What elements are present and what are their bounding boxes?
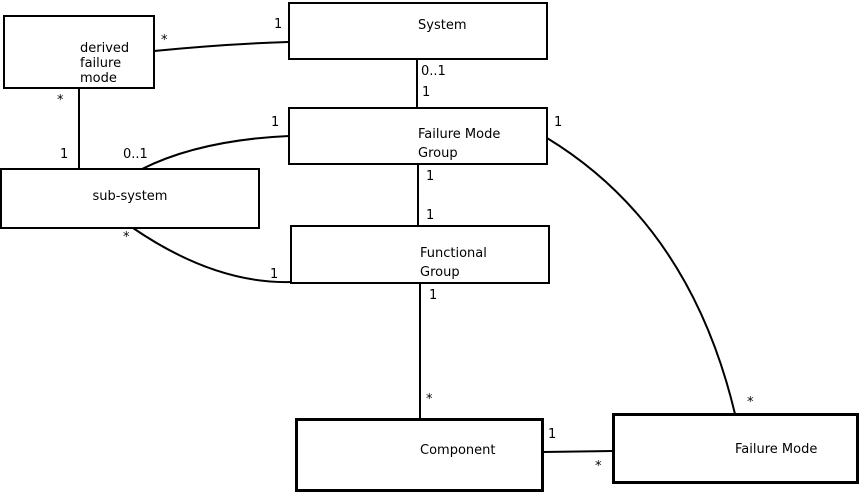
entity-failure-mode-group-label: Failure Mode Group — [418, 125, 500, 163]
multiplicity-system-failure-mode-group-zeroone: 0..1 — [421, 64, 446, 79]
entity-sub-system-label: sub-system — [2, 189, 258, 204]
multiplicity-sub-system-functional-group-one: 1 — [270, 267, 279, 282]
label-line: mode — [80, 71, 117, 86]
label-line: Failure Mode — [418, 127, 501, 142]
entity-sub-system: sub-system — [0, 168, 260, 229]
entity-failure-mode-group: Failure Mode Group — [288, 107, 548, 165]
label-line: Failure Mode — [735, 442, 818, 457]
multiplicity-failure-mode-group-functional-group-bottom: 1 — [426, 208, 435, 223]
multiplicity-sub-system-failure-mode-group-one: 1 — [271, 115, 280, 130]
label-line: derived — [80, 41, 130, 56]
multiplicity-component-failure-mode-star: * — [595, 459, 602, 474]
connector-component-failure-mode — [542, 450, 614, 453]
entity-system: System — [288, 2, 548, 60]
multiplicity-functional-group-component-one: 1 — [429, 288, 438, 303]
multiplicity-system-failure-mode-group-one: 1 — [422, 85, 431, 100]
entity-derived-failure-mode: derived failure mode — [3, 15, 155, 89]
connector-failure-mode-group-failure-mode — [546, 137, 736, 415]
multiplicity-component-failure-mode-one: 1 — [548, 427, 557, 442]
entity-failure-mode-label: Failure Mode — [735, 442, 817, 457]
label-line: Component — [420, 443, 496, 458]
label-line: System — [418, 18, 467, 33]
multiplicity-sub-system-failure-mode-group-zeroone: 0..1 — [123, 147, 148, 162]
label-line: failure — [80, 56, 122, 71]
entity-failure-mode: Failure Mode — [612, 413, 859, 484]
multiplicity-derived-failure-mode-system: * — [161, 33, 168, 48]
label-line: Group — [418, 146, 458, 161]
multiplicity-functional-group-component-star: * — [426, 392, 433, 407]
label-line: Group — [420, 265, 460, 280]
entity-functional-group: Functional Group — [290, 225, 550, 284]
entity-system-label: System — [418, 18, 466, 33]
multiplicity-derived-failure-mode-sub-system-one: 1 — [60, 147, 69, 162]
multiplicity-sub-system-functional-group-star: * — [123, 230, 130, 245]
multiplicity-derived-failure-mode-sub-system-star: * — [57, 93, 64, 108]
entity-component-label: Component — [420, 443, 495, 458]
connector-sub-system-functional-group — [132, 227, 292, 284]
label-line: sub-system — [92, 189, 168, 204]
entity-functional-group-label: Functional Group — [420, 244, 487, 282]
entity-component: Component — [295, 418, 544, 492]
multiplicity-system-derived-failure-mode: 1 — [274, 17, 283, 32]
connector-derived-failure-mode-system — [153, 41, 289, 52]
entity-derived-failure-mode-label: derived failure mode — [80, 41, 129, 86]
multiplicity-failure-mode-group-functional-group-top: 1 — [426, 169, 435, 184]
multiplicity-failure-mode-group-failure-mode-star: * — [747, 395, 754, 410]
label-line: Functional — [420, 246, 487, 261]
multiplicity-failure-mode-group-failure-mode-one: 1 — [554, 115, 563, 130]
connector-sub-system-failure-mode-group — [141, 135, 290, 170]
